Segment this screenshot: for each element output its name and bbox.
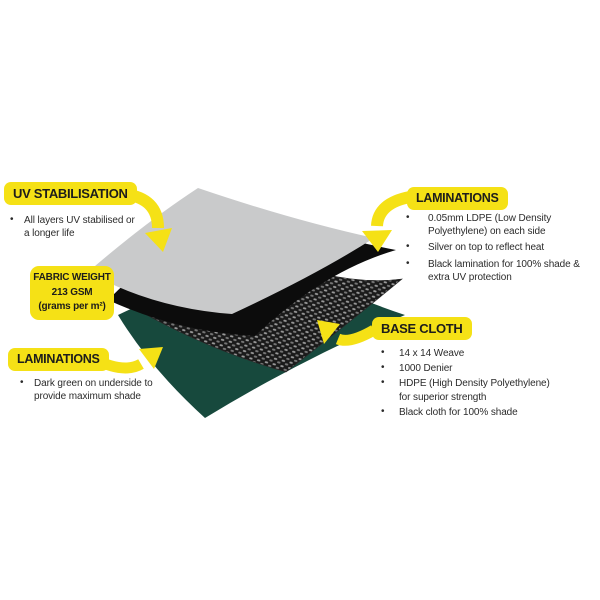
- laminations-left-bullets: Dark green on underside to provide maxim…: [18, 376, 178, 406]
- laminations-right-arrow-icon: [362, 191, 412, 252]
- bullet-item: Black cloth for 100% shade: [379, 405, 559, 419]
- uv-stabilisation-label: UV STABILISATION: [4, 182, 137, 205]
- bullet-item: All layers UV stabilised or a longer lif…: [8, 213, 140, 240]
- bullet-item: 0.05mm LDPE (Low Density Polyethylene) o…: [403, 211, 583, 238]
- bullet-item: Black lamination for 100% shade & extra …: [403, 257, 583, 284]
- laminations-left-label: LAMINATIONS: [8, 348, 109, 371]
- uv-stabilisation-bullets: All layers UV stabilised or a longer lif…: [8, 213, 140, 243]
- laminations-right-bullets: 0.05mm LDPE (Low Density Polyethylene) o…: [403, 211, 583, 287]
- bullet-item: 1000 Denier: [379, 361, 559, 375]
- bullet-item: Silver on top to reflect heat: [403, 240, 583, 254]
- fabric-weight-label: FABRIC WEIGHT 213 GSM (grams per m²): [30, 266, 114, 320]
- base-cloth-label: BASE CLOTH: [372, 317, 472, 340]
- bullet-item: Dark green on underside to provide maxim…: [18, 376, 178, 403]
- fabric-weight-value: 213 GSM: [51, 286, 93, 298]
- fabric-weight-title: FABRIC WEIGHT: [33, 272, 111, 283]
- base-cloth-arrow-icon: [317, 320, 377, 346]
- laminations-right-label: LAMINATIONS: [407, 187, 508, 210]
- bullet-item: 14 x 14 Weave: [379, 346, 559, 360]
- fabric-weight-unit: (grams per m²): [38, 301, 106, 312]
- base-cloth-bullets: 14 x 14 Weave 1000 Denier HDPE (High Den…: [379, 346, 559, 421]
- bullet-item: HDPE (High Density Polyethylene) for sup…: [379, 376, 559, 403]
